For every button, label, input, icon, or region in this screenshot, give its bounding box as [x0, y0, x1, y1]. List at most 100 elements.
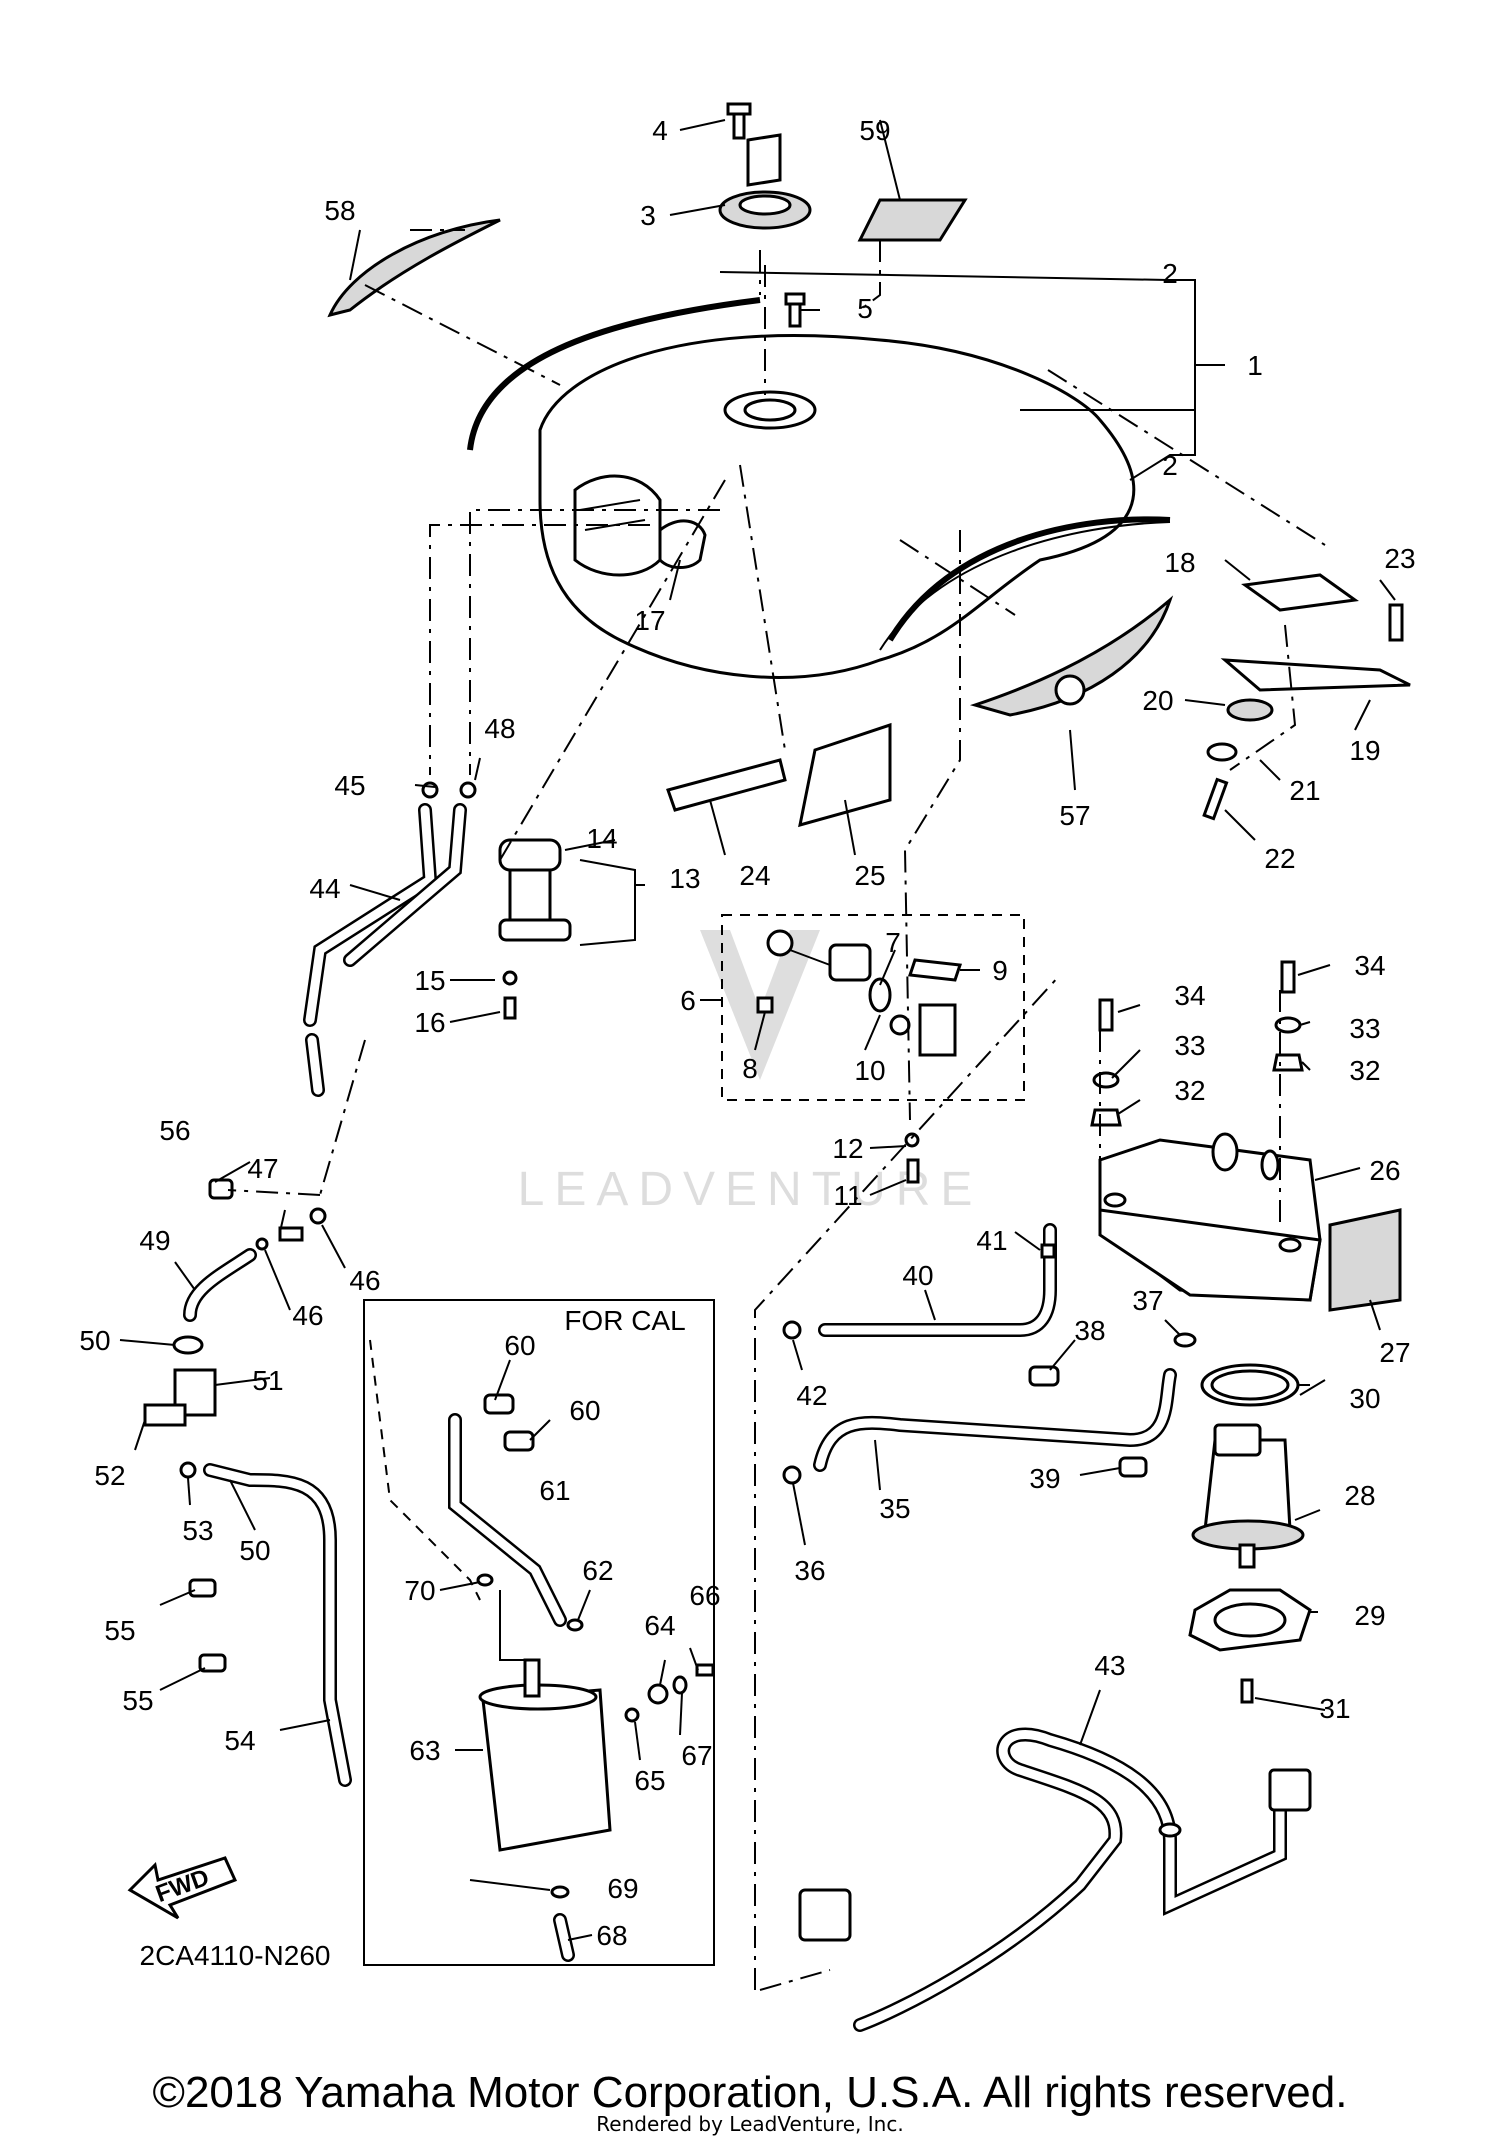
fuel-pump — [1188, 1363, 1312, 1704]
callout-57: 57 — [1059, 800, 1090, 831]
callout-49: 49 — [139, 1225, 170, 1256]
callout-42: 42 — [796, 1380, 827, 1411]
callout-25: 25 — [854, 860, 885, 891]
callout-54: 54 — [224, 1725, 255, 1756]
charcoal-canister — [478, 1658, 612, 1852]
inset-box — [363, 1299, 715, 1966]
callout-22: 22 — [1264, 843, 1295, 874]
callout-18: 18 — [1164, 547, 1195, 578]
callout-40: 40 — [902, 1260, 933, 1291]
callout-53: 53 — [182, 1515, 213, 1546]
callout-13: 13 — [669, 863, 700, 894]
callout-14: 14 — [586, 823, 617, 854]
bracket-19 — [1220, 658, 1411, 692]
callout-68: 68 — [596, 1920, 627, 1951]
fuel-sender — [498, 838, 572, 1020]
inset-label: FOR CAL — [564, 1305, 685, 1336]
callout-16: 16 — [414, 1007, 445, 1038]
callout-70: 70 — [404, 1575, 435, 1606]
callout-33: 33 — [1174, 1030, 1205, 1061]
callout-65: 65 — [634, 1765, 665, 1796]
callout-50b: 50 — [239, 1535, 270, 1566]
watermark: LEADVENTURE — [518, 930, 983, 1216]
callout-45: 45 — [334, 770, 365, 801]
label-27 — [1328, 1208, 1402, 1312]
callout-29: 29 — [1354, 1600, 1385, 1631]
callout-64: 64 — [644, 1610, 675, 1641]
callout-34b: 34 — [1354, 950, 1385, 981]
callout-36: 36 — [794, 1555, 825, 1586]
callout-26: 26 — [1369, 1155, 1400, 1186]
callout-2: 2 — [1162, 258, 1178, 289]
callout-24: 24 — [739, 860, 770, 891]
callouts: 1 2 2 3 4 5 6 7 8 9 10 11 12 13 14 15 16… — [79, 115, 1415, 1951]
callout-17: 17 — [634, 605, 665, 636]
callout-60b: 60 — [569, 1395, 600, 1426]
fuel-cap — [718, 133, 812, 230]
callout-32b: 32 — [1349, 1055, 1380, 1086]
callout-69: 69 — [607, 1873, 638, 1904]
callout-37: 37 — [1132, 1285, 1163, 1316]
copyright-notice: ©2018 Yamaha Motor Corporation, U.S.A. A… — [152, 2068, 1348, 2117]
tank-stripe-upper — [467, 297, 761, 451]
callout-27: 27 — [1379, 1337, 1410, 1368]
callout-52: 52 — [94, 1460, 125, 1491]
callout-28: 28 — [1344, 1480, 1375, 1511]
callout-31: 31 — [1319, 1693, 1350, 1724]
watermark-text: LEADVENTURE — [518, 1163, 983, 1216]
callout-55: 55 — [104, 1615, 135, 1646]
leader-lines — [119, 119, 1396, 1941]
callout-9: 9 — [992, 955, 1008, 986]
callout-38: 38 — [1074, 1315, 1105, 1346]
pad-24 — [666, 758, 787, 812]
callout-43: 43 — [1094, 1650, 1125, 1681]
callout-41: 41 — [976, 1225, 1007, 1256]
callout-2b: 2 — [1162, 450, 1178, 481]
fuel-tank — [538, 334, 1136, 679]
grommet-17 — [658, 519, 707, 569]
bracket-18 — [1241, 573, 1359, 612]
diagram-code: 2CA4110-N260 — [140, 1940, 331, 1971]
callout-34: 34 — [1174, 980, 1205, 1011]
callout-51: 51 — [252, 1365, 283, 1396]
callout-11: 11 — [833, 1180, 862, 1211]
callout-23: 23 — [1384, 543, 1415, 574]
callout-63: 63 — [409, 1735, 440, 1766]
callout-12: 12 — [832, 1133, 863, 1164]
phantom-lines — [227, 229, 1326, 1991]
callout-60: 60 — [504, 1330, 535, 1361]
canister — [1098, 1132, 1322, 1302]
callout-48: 48 — [484, 713, 515, 744]
callout-59: 59 — [859, 115, 890, 146]
rendered-by-credit: Rendered by LeadVenture, Inc. — [596, 2112, 904, 2136]
tank-stripe-lower — [887, 516, 1171, 642]
callout-19: 19 — [1349, 735, 1380, 766]
callout-15: 15 — [414, 965, 445, 996]
callout-62: 62 — [582, 1555, 613, 1586]
label-59 — [857, 198, 968, 242]
callout-8: 8 — [742, 1053, 758, 1084]
pad-25 — [798, 722, 892, 828]
callout-61: 61 — [539, 1475, 570, 1506]
callout-50: 50 — [79, 1325, 110, 1356]
emblem-58 — [327, 218, 501, 318]
callout-7: 7 — [885, 927, 901, 958]
callout-33b: 33 — [1349, 1013, 1380, 1044]
callout-55b: 55 — [122, 1685, 153, 1716]
callout-32: 32 — [1174, 1075, 1205, 1106]
callout-4: 4 — [652, 115, 668, 146]
callout-1: 1 — [1247, 350, 1263, 381]
callout-5: 5 — [857, 293, 873, 324]
callout-46b: 46 — [292, 1300, 323, 1331]
callout-58: 58 — [324, 195, 355, 226]
fwd-arrow: FWD — [127, 1856, 238, 1920]
callout-66: 66 — [689, 1580, 720, 1611]
petcock — [756, 929, 963, 1057]
callout-30: 30 — [1349, 1383, 1380, 1414]
callout-20: 20 — [1142, 685, 1173, 716]
callout-47: 47 — [247, 1153, 278, 1184]
callout-21: 21 — [1289, 775, 1320, 806]
callout-39: 39 — [1029, 1463, 1060, 1494]
callout-44: 44 — [309, 873, 340, 904]
